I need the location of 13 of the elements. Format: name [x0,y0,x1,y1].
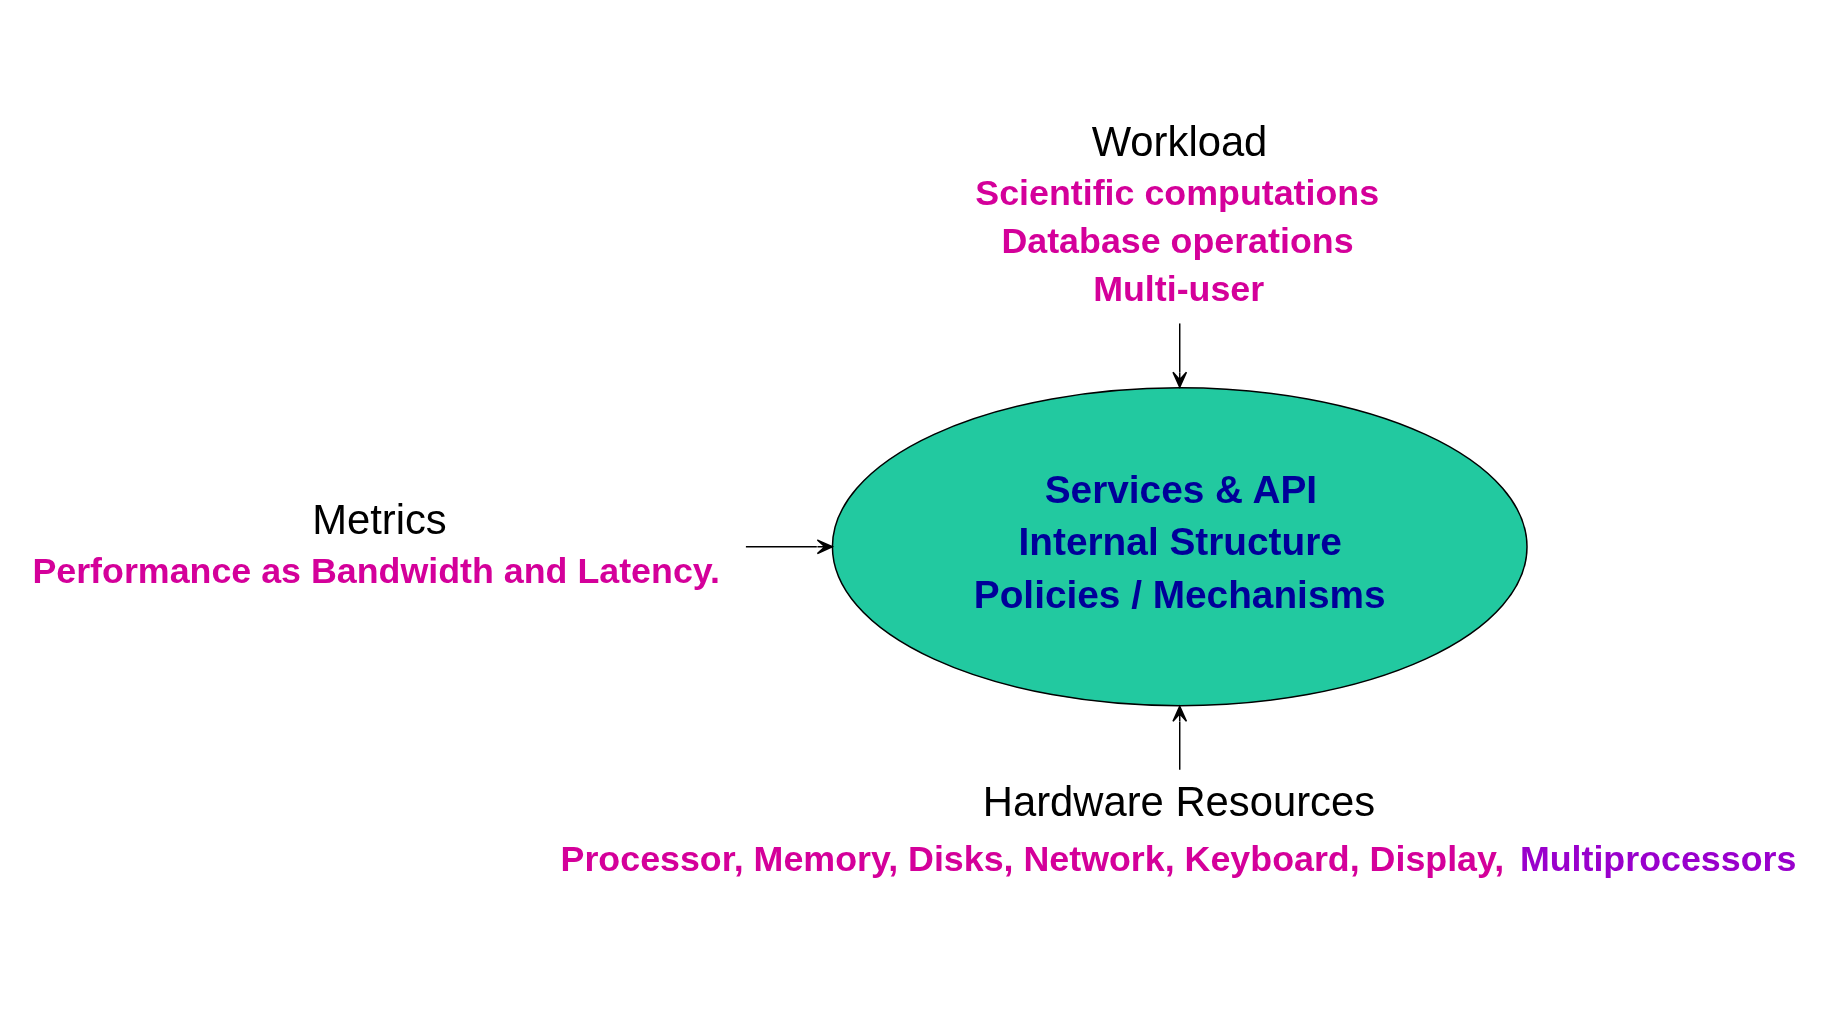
arrow [1172,322,1188,388]
node-label: Scientific computations [975,172,1380,213]
node-label: Performance as Bandwidth and Latency. [32,550,721,591]
node-label: Database operations [1001,220,1354,261]
node-text: Workload [1091,117,1268,165]
node-label: Processor, Memory, Disks, Network, Keyboard, Display, [560,838,1505,879]
node-text: Metrics [312,495,447,543]
node-ellipse: Services & API Internal Structure Policies / Mechanisms [831,386,1528,706]
arrow [745,538,834,554]
node-label: Multiprocessors [1519,838,1797,879]
node-text: Hardware Resources [982,777,1376,825]
node-label: Multi-user [1093,267,1265,308]
arrow [1172,705,1188,770]
